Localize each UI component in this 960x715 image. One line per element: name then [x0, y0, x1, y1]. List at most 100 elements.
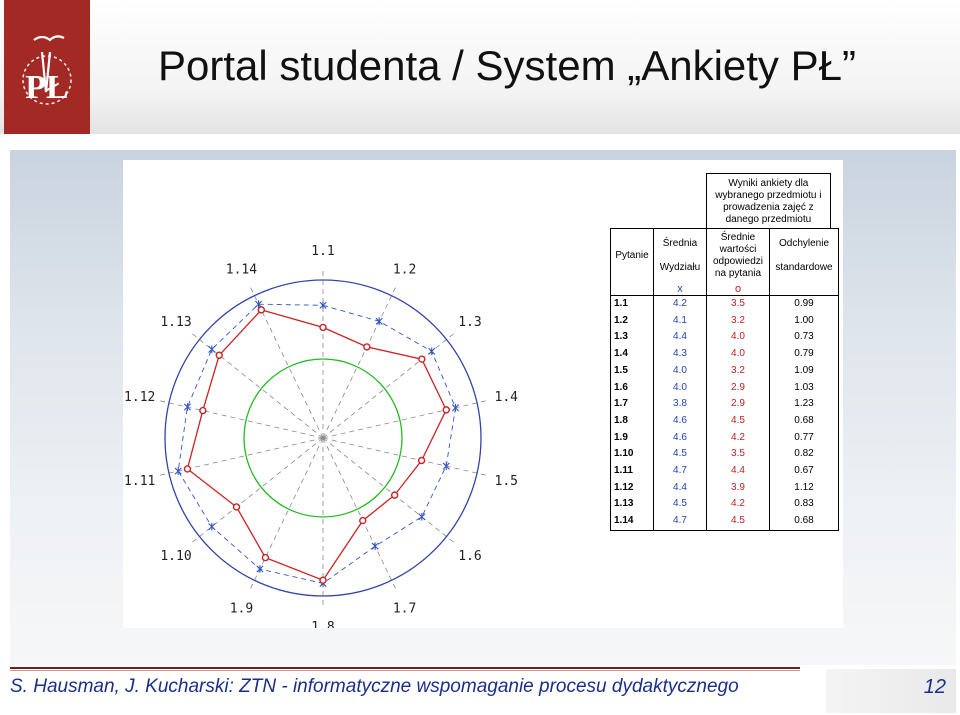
- logo-text: PŁ: [25, 69, 68, 106]
- cell-o: 3.2: [706, 312, 770, 330]
- data-point-x: [418, 512, 426, 521]
- page-number-box: 12: [826, 669, 956, 713]
- header-line: standardowe: [775, 262, 833, 273]
- data-point-o: [232, 503, 241, 511]
- axis-label: 1.7: [393, 601, 416, 616]
- cell-sd: 1.12: [769, 479, 839, 497]
- data-point-o: [359, 516, 367, 525]
- axis-label: 1.3: [458, 315, 481, 330]
- data-point-o: [199, 406, 207, 415]
- footer-divider: [10, 667, 800, 669]
- cell-sd: 0.82: [769, 446, 839, 464]
- radar-spoke: [249, 437, 324, 590]
- header-line: wartości: [719, 244, 757, 255]
- data-point-x: [442, 462, 450, 470]
- data-point-x: [451, 403, 460, 412]
- header-band: [0, 0, 960, 134]
- cell-q: 1.5: [610, 362, 654, 380]
- cell-q: 1.9: [610, 429, 654, 447]
- cell-x: 4.4: [653, 479, 707, 497]
- cell-o: 4.5: [706, 513, 770, 531]
- data-point-x: [208, 345, 216, 354]
- cell-o: 2.9: [706, 379, 770, 397]
- cell-x: 4.7: [653, 463, 707, 480]
- cell-o: 4.5: [706, 412, 770, 430]
- cell-x: 4.0: [653, 362, 707, 380]
- radar-spoke: [322, 400, 487, 439]
- data-point-x: [256, 565, 264, 573]
- cell-sd: 0.68: [769, 513, 839, 531]
- cell-x: 4.6: [653, 429, 707, 447]
- data-point-o: [417, 456, 426, 465]
- data-point-x: [428, 347, 436, 356]
- slide-title: Portal studenta / System „Ankiety PŁ”: [158, 42, 856, 89]
- data-point-x: [319, 301, 327, 310]
- cell-o: 2.9: [706, 396, 770, 413]
- cell-x: 4.1: [653, 312, 707, 330]
- axis-label: 1.5: [495, 474, 518, 489]
- footer-divider: [10, 670, 800, 671]
- cell-o: 4.2: [706, 496, 770, 514]
- data-point-o: [390, 491, 399, 499]
- data-point-x: [375, 317, 383, 326]
- radar-spoke: [322, 437, 487, 476]
- cell-q: 1.7: [610, 396, 654, 413]
- cell-sd: 0.79: [769, 346, 839, 363]
- header-line: odpowiedzi: [712, 256, 764, 267]
- cell-q: 1.8: [610, 412, 654, 430]
- symbol-o: o: [706, 283, 770, 296]
- data-point-x: [371, 542, 379, 551]
- cell-sd: 0.67: [769, 463, 839, 480]
- cell-o: 4.2: [706, 429, 770, 447]
- header-srednie: Średnie wartości odpowiedzi na pytania: [706, 228, 770, 283]
- cell-q: 1.1: [610, 295, 654, 313]
- radar-spoke: [322, 437, 397, 590]
- data-point-o: [319, 323, 327, 332]
- cell-sd: 1.00: [769, 312, 839, 330]
- axis-label: 1.2: [393, 263, 416, 278]
- cell-q: 1.10: [610, 446, 654, 464]
- axis-label: 1.6: [458, 549, 481, 564]
- cell-q: 1.11: [610, 463, 654, 480]
- caption-line: wybranego przedmiotu i: [715, 190, 822, 201]
- data-point-o: [319, 576, 327, 584]
- cell-x: 4.7: [653, 513, 707, 531]
- reference-circle: [243, 358, 403, 518]
- axis-label: 1.4: [495, 390, 519, 405]
- cell-q: 1.14: [610, 513, 654, 531]
- symbol-x: x: [653, 283, 707, 296]
- caption-line: Wyniki ankiety dla: [728, 178, 809, 189]
- reference-circle: [164, 279, 482, 597]
- header-odchylenie: Odchylenie standardowe: [769, 228, 839, 283]
- cell-o: 4.4: [706, 463, 770, 480]
- cell-q: 1.13: [610, 496, 654, 514]
- cell-q: 1.2: [610, 312, 654, 330]
- cell-sd: 0.68: [769, 412, 839, 430]
- cell-sd: 1.09: [769, 362, 839, 380]
- data-point-x: [183, 403, 192, 411]
- cell-sd: 0.77: [769, 429, 839, 447]
- cell-o: 4.0: [706, 329, 770, 347]
- data-point-o: [215, 351, 223, 359]
- cell-q: 1.3: [610, 329, 654, 347]
- cell-o: 3.2: [706, 362, 770, 380]
- data-point-o: [363, 343, 371, 351]
- cell-sd: 0.73: [769, 329, 839, 347]
- cell-x: 4.5: [653, 496, 707, 514]
- axis-label: 1.12: [124, 390, 155, 405]
- axis-label: 1.10: [160, 549, 191, 564]
- radar-spoke: [322, 286, 397, 439]
- cell-sd: 1.23: [769, 396, 839, 413]
- cell-x: 4.4: [653, 329, 707, 347]
- data-point-o: [257, 306, 266, 314]
